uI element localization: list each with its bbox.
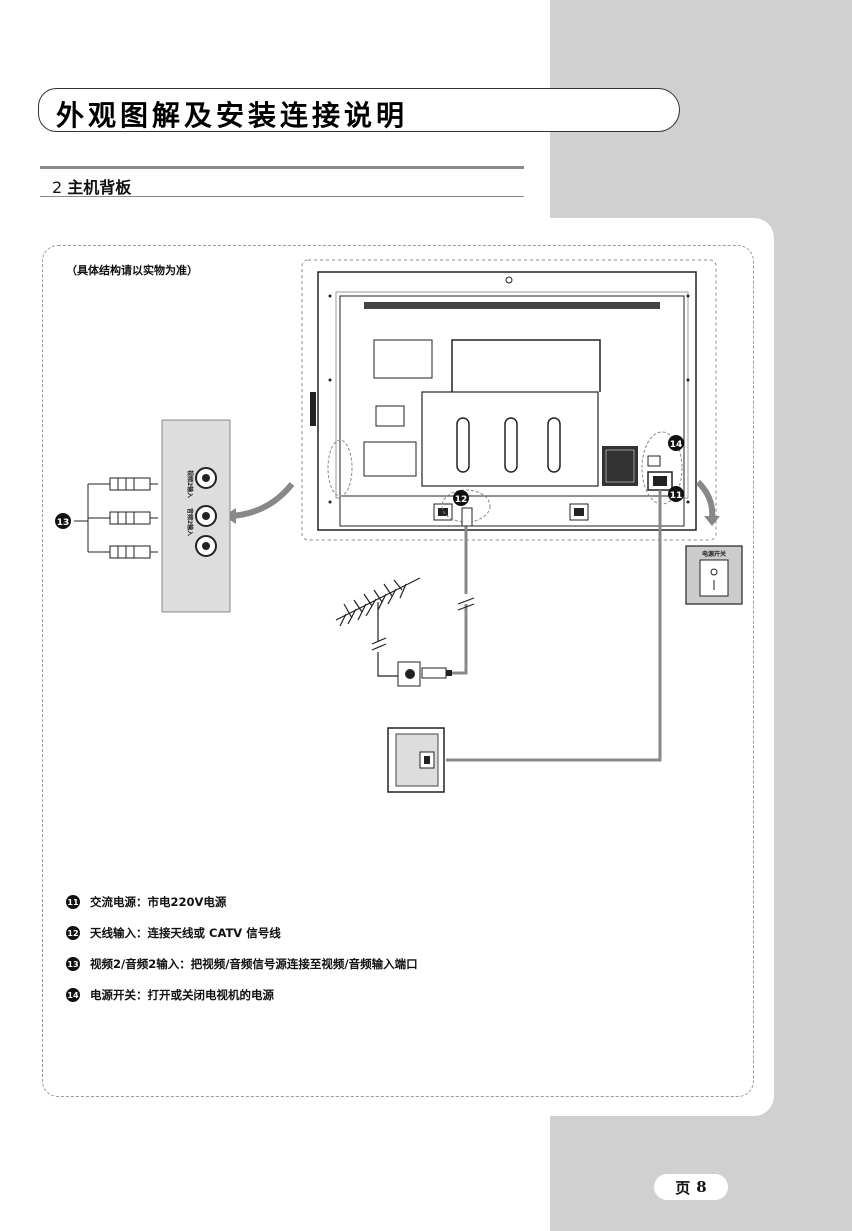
power-switch-illustration [685, 545, 743, 605]
callout-12-label: 12 [455, 495, 468, 505]
section-title: 2 主机背板 [52, 174, 131, 198]
legend-number-13: 13 [66, 957, 80, 971]
arrow-to-switch [695, 479, 716, 519]
page-label: 页 [675, 1178, 691, 1197]
callout-13-label: 13 [57, 518, 70, 528]
jack-label-video2: 视频2输入 [186, 470, 194, 498]
legend-number-14: 14 [66, 988, 80, 1002]
tv-back-panel [310, 271, 697, 531]
callout-12: 12 [453, 490, 469, 506]
power-wall-outlet [387, 727, 445, 793]
av-cables [74, 477, 158, 559]
power-switch-label: 电源开关 [701, 551, 726, 558]
tv-dashed-outline [301, 259, 717, 541]
av-jack-panel: 视频2输入 音频2输入 [161, 419, 231, 613]
legend-text-14: 电源开关：打开或关闭电视机的电源 [90, 988, 274, 1002]
antenna [335, 577, 421, 677]
legend-number-11: 11 [66, 895, 80, 909]
legend-item-11: 11 交流电源：市电220V电源 [66, 893, 226, 911]
diagram-frame [42, 245, 754, 1097]
callout-14: 14 [668, 435, 684, 451]
antenna-cable [452, 522, 468, 675]
section-number: 2 [52, 178, 63, 197]
page-title: 外观图解及安装连接说明 [56, 99, 409, 132]
structure-note: （具体结构请以实物为准） [66, 264, 198, 277]
title-banner [38, 88, 680, 132]
legend-text-13: 视频2/音频2输入：把视频/音频信号源连接至视频/音频输入端口 [90, 957, 418, 971]
power-cable [446, 490, 662, 762]
page-number-tab: 页 8 [654, 1174, 728, 1200]
antenna-wall-socket [397, 661, 452, 687]
section-divider-top [40, 166, 524, 169]
legend-number-12: 12 [66, 926, 80, 940]
callout-13: 13 [55, 513, 71, 529]
page-number: 8 [696, 1178, 707, 1196]
callout-11: 11 [668, 486, 684, 502]
legend-text-11: 交流电源：市电220V电源 [90, 895, 227, 909]
callout-14-label: 14 [670, 440, 683, 450]
jack-label-audio2: 音频2输入 [186, 508, 194, 536]
arrow-to-jacks [229, 482, 295, 519]
section-divider-bottom [40, 196, 524, 197]
section-name: 主机背板 [67, 178, 132, 197]
legend-item-14: 14 电源开关：打开或关闭电视机的电源 [66, 986, 274, 1004]
legend-item-13: 13 视频2/音频2输入：把视频/音频信号源连接至视频/音频输入端口 [66, 955, 418, 973]
legend-item-12: 12 天线输入：连接天线或 CATV 信号线 [66, 924, 281, 942]
callout-11-label: 11 [670, 491, 683, 501]
legend-text-12: 天线输入：连接天线或 CATV 信号线 [90, 926, 281, 940]
